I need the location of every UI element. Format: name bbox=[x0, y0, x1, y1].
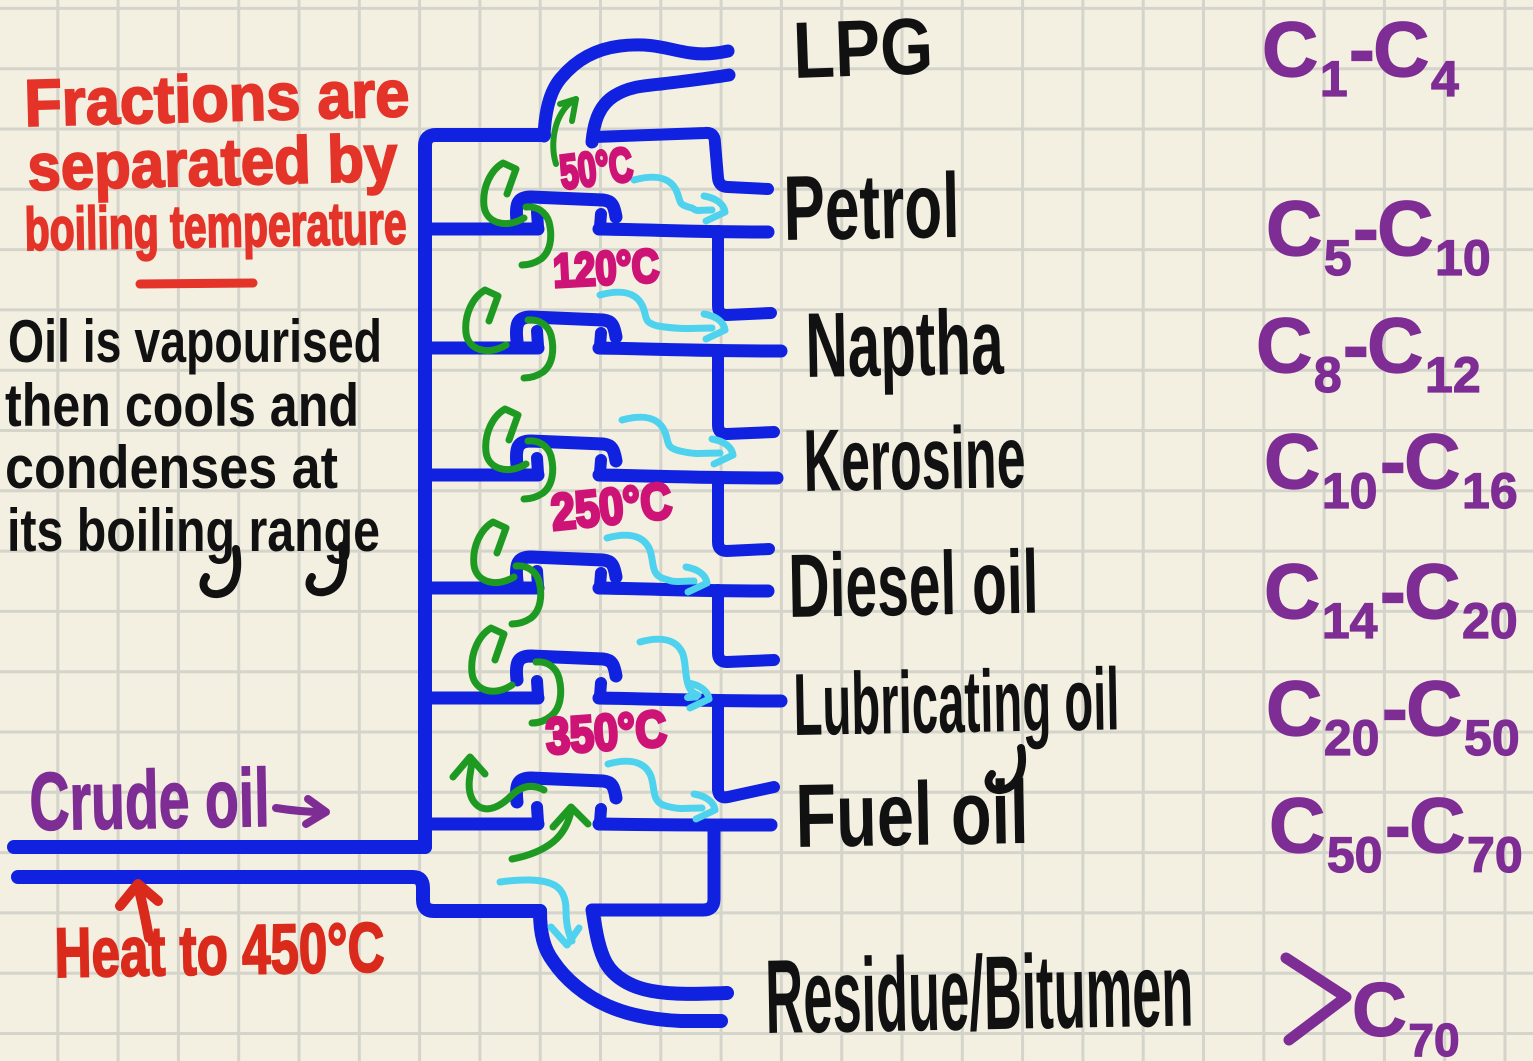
svg-text:350°C: 350°C bbox=[544, 700, 669, 765]
svg-text:Diesel oil: Diesel oil bbox=[788, 533, 1040, 637]
svg-text:C1-C4: C1-C4 bbox=[1262, 5, 1459, 107]
svg-text:C20-C50: C20-C50 bbox=[1266, 664, 1520, 766]
svg-text:C10-C16: C10-C16 bbox=[1264, 417, 1518, 519]
svg-text:120°C: 120°C bbox=[552, 239, 661, 297]
svg-text:condenses at: condenses at bbox=[5, 434, 338, 501]
svg-text:separated by: separated by bbox=[26, 120, 398, 204]
svg-text:Residue/Bitumen: Residue/Bitumen bbox=[764, 932, 1194, 1056]
svg-text:Naptha: Naptha bbox=[805, 292, 1005, 397]
svg-text:Fractions are: Fractions are bbox=[23, 56, 410, 140]
svg-text:then cools and: then cools and bbox=[5, 372, 359, 439]
svg-text:Oil is vapourised: Oil is vapourised bbox=[8, 308, 382, 375]
svg-text:Heat to 450°C: Heat to 450°C bbox=[54, 908, 385, 992]
svg-text:LPG: LPG bbox=[791, 1, 934, 95]
svg-text:Crude oil: Crude oil bbox=[29, 753, 271, 848]
svg-text:Lubricating oil: Lubricating oil bbox=[793, 649, 1121, 754]
svg-text:C50-C70: C50-C70 bbox=[1269, 781, 1523, 883]
svg-text:boiling temperature: boiling temperature bbox=[24, 189, 407, 263]
svg-text:C70: C70 bbox=[1352, 968, 1460, 1061]
svg-text:its boiling range: its boiling range bbox=[7, 497, 380, 564]
svg-text:C14-C20: C14-C20 bbox=[1264, 547, 1518, 649]
svg-text:Petrol: Petrol bbox=[783, 155, 961, 260]
svg-text:C5-C10: C5-C10 bbox=[1266, 184, 1491, 286]
svg-text:50°C: 50°C bbox=[557, 138, 636, 200]
svg-text:C8-C12: C8-C12 bbox=[1256, 301, 1481, 403]
svg-text:Fuel oil: Fuel oil bbox=[795, 763, 1030, 867]
svg-text:250°C: 250°C bbox=[548, 472, 674, 541]
svg-text:Kerosine: Kerosine bbox=[803, 407, 1027, 510]
